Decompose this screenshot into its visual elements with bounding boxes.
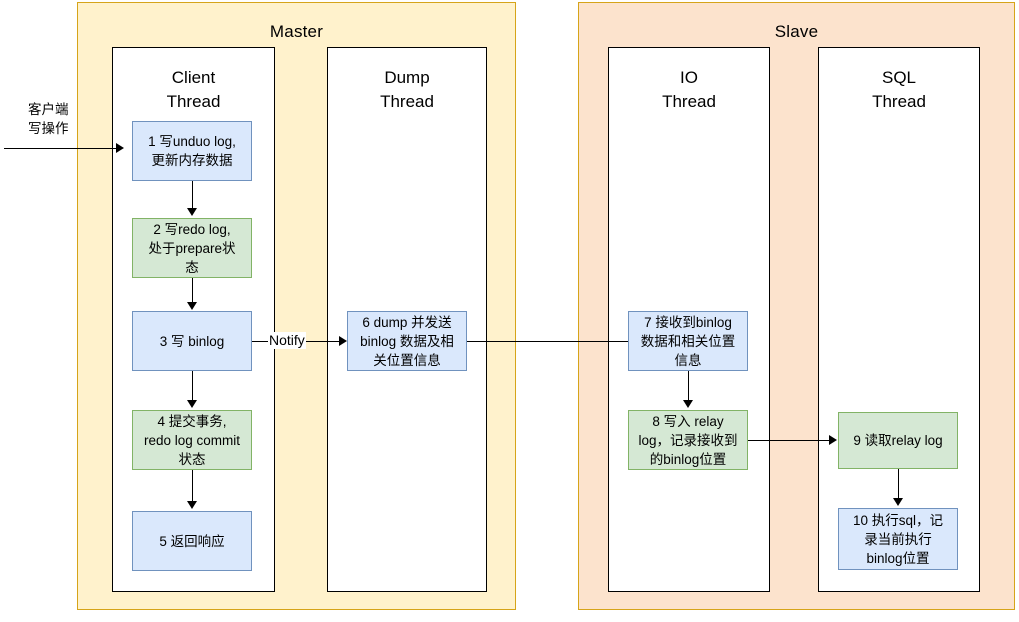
- notify-edge-label: Notify: [268, 332, 306, 349]
- lane-sql-thread-title: SQL Thread: [872, 68, 926, 111]
- edge-step1-to-step2: [192, 181, 193, 209]
- edge-step6-to-step7: [467, 341, 628, 342]
- edge-client-to-step1: [4, 148, 116, 149]
- edge-step8-to-step9: [748, 440, 831, 441]
- lane-io-thread-title: IO Thread: [662, 68, 716, 111]
- arrowhead-step7-to-step8: [683, 400, 693, 408]
- arrowhead-client-to-step1: [116, 143, 124, 153]
- edge-step3-to-step4: [192, 371, 193, 401]
- edge-step4-to-step5: [192, 470, 193, 502]
- arrowhead-step8-to-step9: [829, 435, 837, 445]
- node-step-6[interactable]: 6 dump 并发送 binlog 数据及相 关位置信息: [347, 311, 467, 371]
- arrowhead-step3-to-step6: [339, 336, 347, 346]
- node-step-2[interactable]: 2 写redo log, 处于prepare状 态: [132, 218, 252, 278]
- arrowhead-step2-to-step3: [187, 302, 197, 310]
- edge-step7-to-step8: [688, 371, 689, 401]
- arrowhead-step1-to-step2: [187, 208, 197, 216]
- client-write-label: 客户端 写操作: [28, 102, 69, 136]
- node-step-10[interactable]: 10 执行sql，记 录当前执行 binlog位置: [838, 508, 958, 570]
- node-step-1[interactable]: 1 写unduo log, 更新内存数据: [132, 121, 252, 181]
- edge-step2-to-step3: [192, 278, 193, 303]
- node-step-4[interactable]: 4 提交事务, redo log commit 状态: [132, 410, 252, 470]
- edge-step9-to-step10: [898, 469, 899, 499]
- arrowhead-step9-to-step10: [893, 498, 903, 506]
- lane-client-thread-title: Client Thread: [166, 68, 221, 111]
- node-step-9[interactable]: 9 读取relay log: [838, 412, 958, 469]
- node-step-7[interactable]: 7 接收到binlog 数据和相关位置 信息: [628, 311, 748, 371]
- node-step-5[interactable]: 5 返回响应: [132, 511, 252, 571]
- arrowhead-step4-to-step5: [187, 501, 197, 509]
- slave-zone-title: Slave: [774, 22, 819, 41]
- arrowhead-step3-to-step4: [187, 400, 197, 408]
- lane-dump-thread-title: Dump Thread: [380, 68, 434, 111]
- master-zone-title: Master: [269, 22, 324, 41]
- node-step-8[interactable]: 8 写入 relay log，记录接收到 的binlog位置: [628, 410, 748, 470]
- node-step-3[interactable]: 3 写 binlog: [132, 311, 252, 371]
